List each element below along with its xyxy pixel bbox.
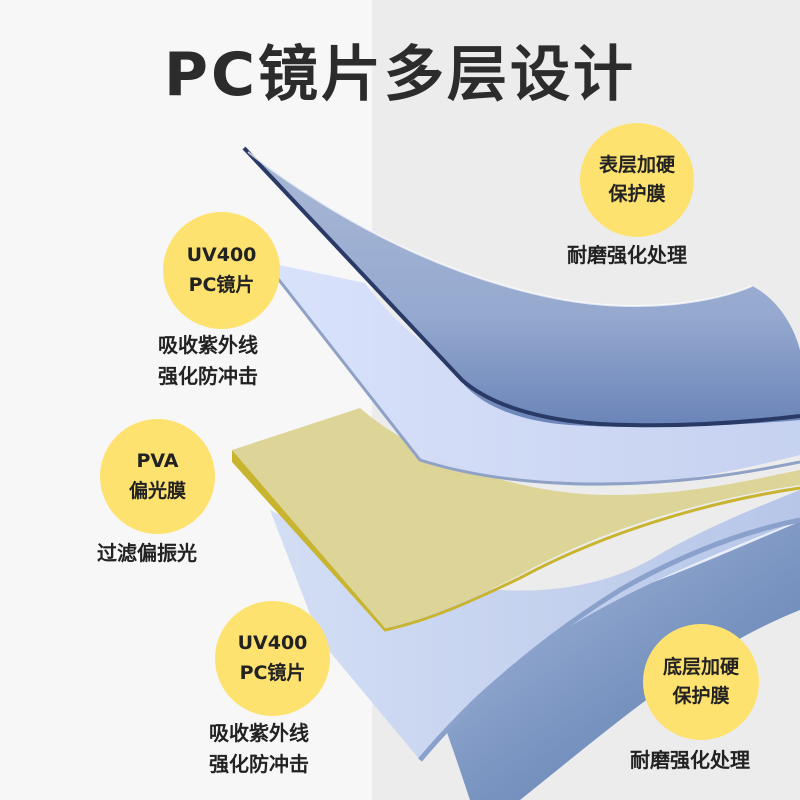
top-coat-badge-line1: 表层加硬: [598, 153, 675, 176]
bottom-coat-layer: [400, 520, 800, 800]
pva-description: 过滤偏振光: [97, 538, 197, 569]
top-coat-layer: [244, 148, 800, 428]
upper-pc-badge-line2: PC镜片: [188, 273, 255, 296]
top-coat-highlight: [247, 151, 753, 307]
pva-film-layer: [232, 408, 800, 628]
pva-desc-line1: 过滤偏振光: [97, 541, 197, 565]
lower-pc-badge: UV400 PC镜片: [215, 601, 330, 716]
lower-pc-badge-line2: PC镜片: [239, 661, 306, 684]
top-coat-desc-line1: 耐磨强化处理: [567, 243, 687, 267]
upper-pc-edge: [263, 261, 800, 486]
pva-badge-line2: 偏光膜: [128, 479, 186, 502]
bottom-coat-badge-line2: 保护膜: [672, 685, 730, 707]
upper-pc-layer: [265, 262, 800, 486]
upper-pc-badge: UV400 PC镜片: [163, 212, 280, 329]
lower-pc-desc-line2: 强化防冲击: [209, 752, 309, 776]
bottom-coat-badge-line1: 底层加硬: [662, 655, 739, 678]
top-coat-badge-line2: 保护膜: [608, 183, 666, 205]
lower-pc-layer: [270, 490, 800, 760]
bottom-coat-badge: 底层加硬 保护膜: [643, 624, 759, 740]
lower-pc-desc-line1: 吸收紫外线: [209, 721, 309, 745]
lower-pc-description: 吸收紫外线 强化防冲击: [209, 718, 309, 780]
top-coat-badge: 表层加硬 保护膜: [580, 123, 694, 237]
bottom-coat-description: 耐磨强化处理: [630, 745, 750, 776]
upper-pc-desc-line2: 强化防冲击: [158, 364, 258, 388]
pva-film-rim: [384, 486, 800, 632]
pva-badge: PVA 偏光膜: [100, 419, 215, 534]
pva-badge-line1: PVA: [136, 450, 179, 473]
top-coat-edge: [242, 146, 800, 428]
upper-pc-desc-line1: 吸收紫外线: [158, 333, 258, 357]
pva-film-edge: [232, 450, 385, 632]
upper-pc-badge-line1: UV400: [186, 244, 257, 267]
top-coat-description: 耐磨强化处理: [567, 240, 687, 271]
lower-pc-edge: [418, 517, 800, 762]
upper-pc-description: 吸收紫外线 强化防冲击: [158, 330, 258, 392]
lower-pc-badge-line1: UV400: [237, 632, 308, 655]
page-title: PC镜片多层设计: [163, 40, 636, 110]
bottom-coat-desc-line1: 耐磨强化处理: [630, 748, 750, 772]
